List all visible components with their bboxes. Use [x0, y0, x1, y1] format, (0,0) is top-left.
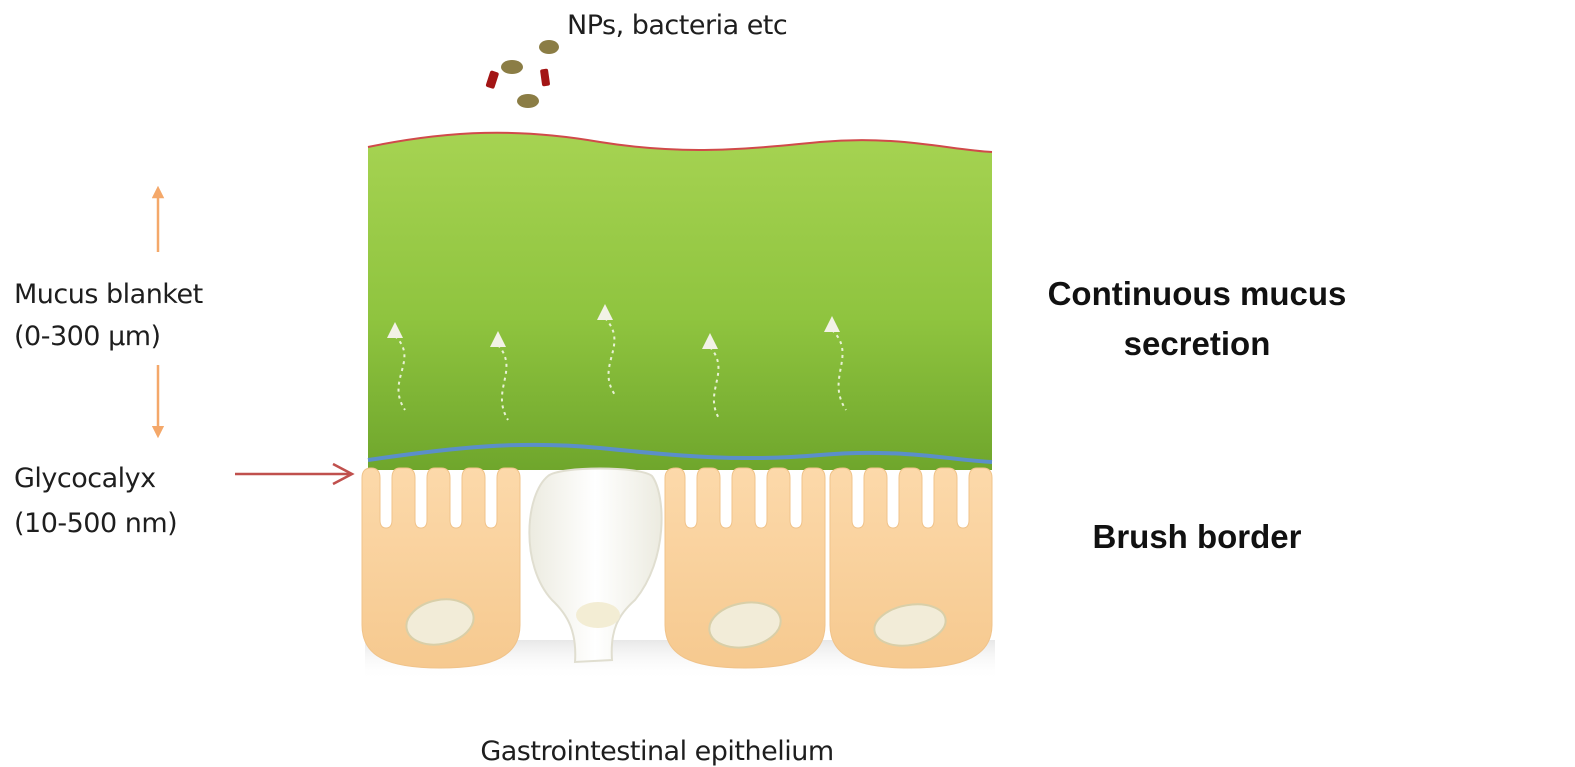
- particle-dot: [501, 60, 523, 74]
- enterocyte-cell: [830, 468, 992, 668]
- caption-label: Gastrointestinal epithelium: [480, 736, 833, 767]
- particle-rod: [540, 69, 550, 87]
- continuous-mucus-label: Continuous mucus: [1048, 275, 1347, 312]
- brush-border-label: Brush border: [1092, 518, 1301, 555]
- goblet-nucleus: [576, 602, 620, 628]
- glycocalyx-label: Glycocalyx: [14, 463, 156, 494]
- enterocyte-cell: [665, 468, 825, 668]
- enterocyte-cell: [362, 468, 520, 668]
- particle-dot: [539, 40, 559, 54]
- mucus-layer: [368, 133, 992, 470]
- secretion-label: secretion: [1124, 325, 1271, 362]
- particles-group: [485, 40, 559, 108]
- mucus-thickness-label: (0-300 μm): [14, 321, 161, 352]
- particle-rod: [485, 70, 499, 89]
- goblet-cell: [529, 469, 661, 663]
- mucus-blanket-label: Mucus blanket: [14, 279, 203, 310]
- particles-label: NPs, bacteria etc: [567, 10, 787, 41]
- glycocalyx-thickness-label: (10-500 nm): [14, 508, 177, 539]
- particle-dot: [517, 94, 539, 108]
